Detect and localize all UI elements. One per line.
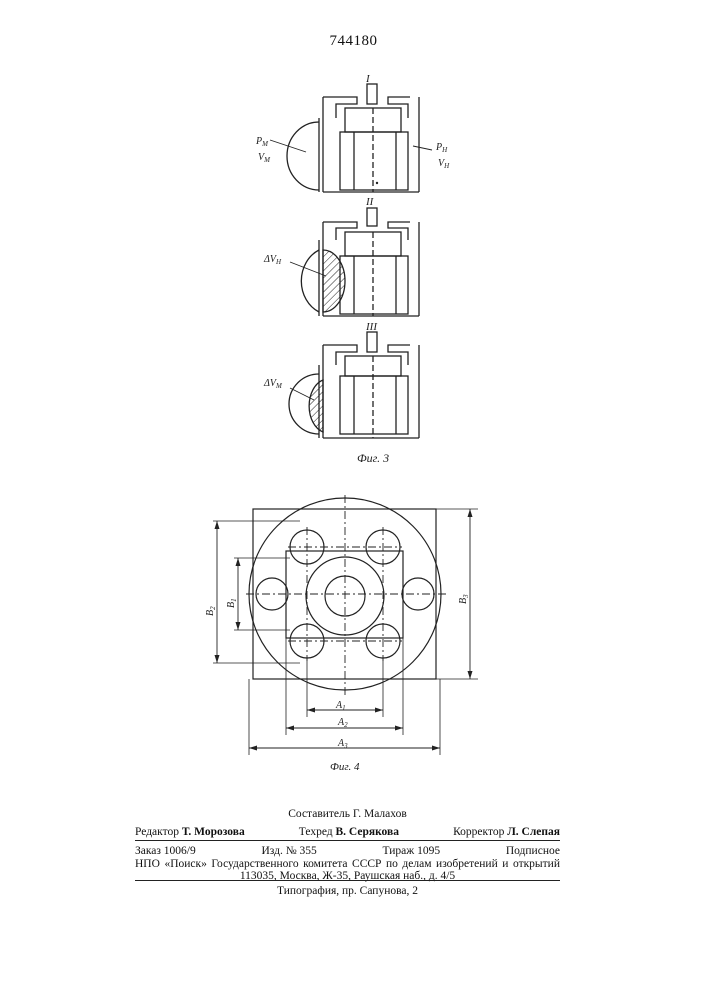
label-ph: PH [435,142,448,154]
subscription: Подписное [506,844,560,858]
printer-line: Типография, пр. Сапунова, 2 [135,884,560,898]
credits-line: Редактор Т. Морозова Техред В. Серякова … [135,825,560,839]
dim-a1: A1 [335,700,346,712]
stage-label-2: II [365,196,375,208]
fig3-stage-3: III [289,321,419,438]
dim-a3: A3 [337,738,348,750]
stage-label-1: I [365,73,371,85]
composer-line: Составитель Г. Малахов [135,807,560,821]
order-line: Заказ 1006/9 Изд. № 355 Тираж 1095 Подпи… [135,844,560,858]
label-delta-vm: ΔVM [263,378,283,390]
editor: Редактор Т. Морозова [135,825,245,839]
label-pm: PM [255,136,269,148]
fig3-stage-2: II [290,196,419,316]
imprint-rule-top [135,840,560,841]
stage-label-3: III [365,321,378,333]
techred: Техред В. Серякова [299,825,399,839]
figure-3: I II [270,73,432,438]
imprint-rule-bottom [135,880,560,881]
corrector: Корректор Л. Слепая [453,825,560,839]
fig3-labels: PM VM PH VH ΔVH ΔVM Фиг. 3 [255,136,450,465]
dim-a2: A2 [337,717,348,729]
fig3-stage-1: I [270,73,432,192]
circulation: Тираж 1095 [383,844,441,858]
label-vh: VH [438,158,450,170]
dim-b2: B2 [205,606,217,616]
dim-b1: B1 [226,598,238,608]
order-number: Заказ 1006/9 [135,844,196,858]
label-vm: VM [258,152,271,164]
edition-number: Изд. № 355 [261,844,316,858]
fig3-caption: Фиг. 3 [357,451,389,465]
dim-b3: B3 [458,594,470,604]
label-delta-vh: ΔVH [263,254,282,266]
figure-4 [213,495,478,755]
fig4-labels: A1 A2 A3 B2 B1 B3 Фиг. 4 [205,594,470,773]
fig4-caption: Фиг. 4 [330,761,360,773]
